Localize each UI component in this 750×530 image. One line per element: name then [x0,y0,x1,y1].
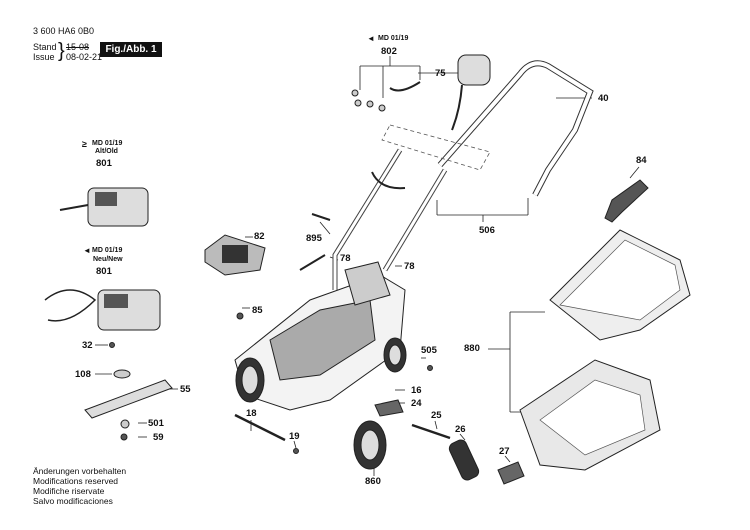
part-19: 19 [289,431,300,442]
screw-32 [109,342,115,348]
cover-82 [204,234,266,276]
axle-25 [411,423,451,440]
note-neu-new: Neu/New [93,256,123,263]
motor-801-new [44,289,161,331]
part-16: 16 [411,385,422,396]
part-506: 506 [479,225,495,236]
part-85: 85 [252,305,263,316]
axle-18 [234,413,286,442]
part-501: 501 [148,418,164,429]
motor-801-old [59,187,149,227]
catcher-basket-880 [519,359,661,471]
part-40: 40 [598,93,609,104]
footer-line-3: Modifiche riservate [33,486,105,496]
note-alt-old: Alt/Old [95,148,118,155]
part-18: 18 [246,408,257,419]
part-108: 108 [75,369,91,380]
roller-26 [448,439,480,481]
screw-59 [120,433,128,441]
part-84: 84 [636,155,647,166]
part-82: 82 [254,231,265,242]
note-md-802: MD 01/19 [378,35,409,42]
part-55: 55 [180,384,191,395]
part-number: 3 600 HA6 0B0 [33,26,95,36]
screw-505 [427,365,433,371]
part-801-new: 801 [96,266,112,277]
footer-line-1: Änderungen vorbehalten [33,466,127,476]
part-78-b: 78 [404,261,415,272]
ge-symbol-icon: ≥ [82,139,87,149]
figure-label: Fig./Abb. 1 [100,42,162,57]
part-24: 24 [411,398,422,409]
part-802: 802 [381,46,397,57]
height-adjust [374,399,525,485]
nut-501 [120,419,130,429]
screw-19 [293,448,299,454]
bracket: } [58,40,65,62]
washer-108 [113,369,131,379]
stand-label: Stand [33,42,57,52]
part-25: 25 [431,410,442,421]
note-md-801-old: MD 01/19 [92,140,123,147]
part-59: 59 [153,432,164,443]
mower-deck [234,261,406,411]
stand-date-old: 15-08 [66,42,90,52]
md-arrow-icon: ◄ [367,34,375,43]
switch-box-75 [451,54,491,131]
blade-55 [84,379,173,419]
catcher-lid-880 [549,229,691,341]
part-78-a: 78 [340,253,351,264]
handle-40 [437,60,594,197]
grip-84 [604,179,649,223]
footer-line-2: Modifications reserved [33,476,119,486]
footer-line-4: Salvo modificaciones [33,496,113,506]
part-27: 27 [499,446,510,457]
part-32: 32 [82,340,93,351]
cable-802 [351,81,421,112]
lower-handle-78 [299,148,448,290]
wheels [235,337,407,470]
part-801-old: 801 [96,158,112,169]
part-75: 75 [435,68,446,79]
part-880: 880 [464,343,480,354]
issue-label: Issue [33,52,55,62]
md-arrow-icon-new: ◄ [83,246,91,255]
note-md-801-new: MD 01/19 [92,247,123,254]
issue-date: 08-02-21 [66,52,103,62]
part-895: 895 [306,233,322,244]
screw-85 [236,312,244,320]
part-26: 26 [455,424,466,435]
part-505: 505 [421,345,437,356]
part-860: 860 [365,476,381,487]
